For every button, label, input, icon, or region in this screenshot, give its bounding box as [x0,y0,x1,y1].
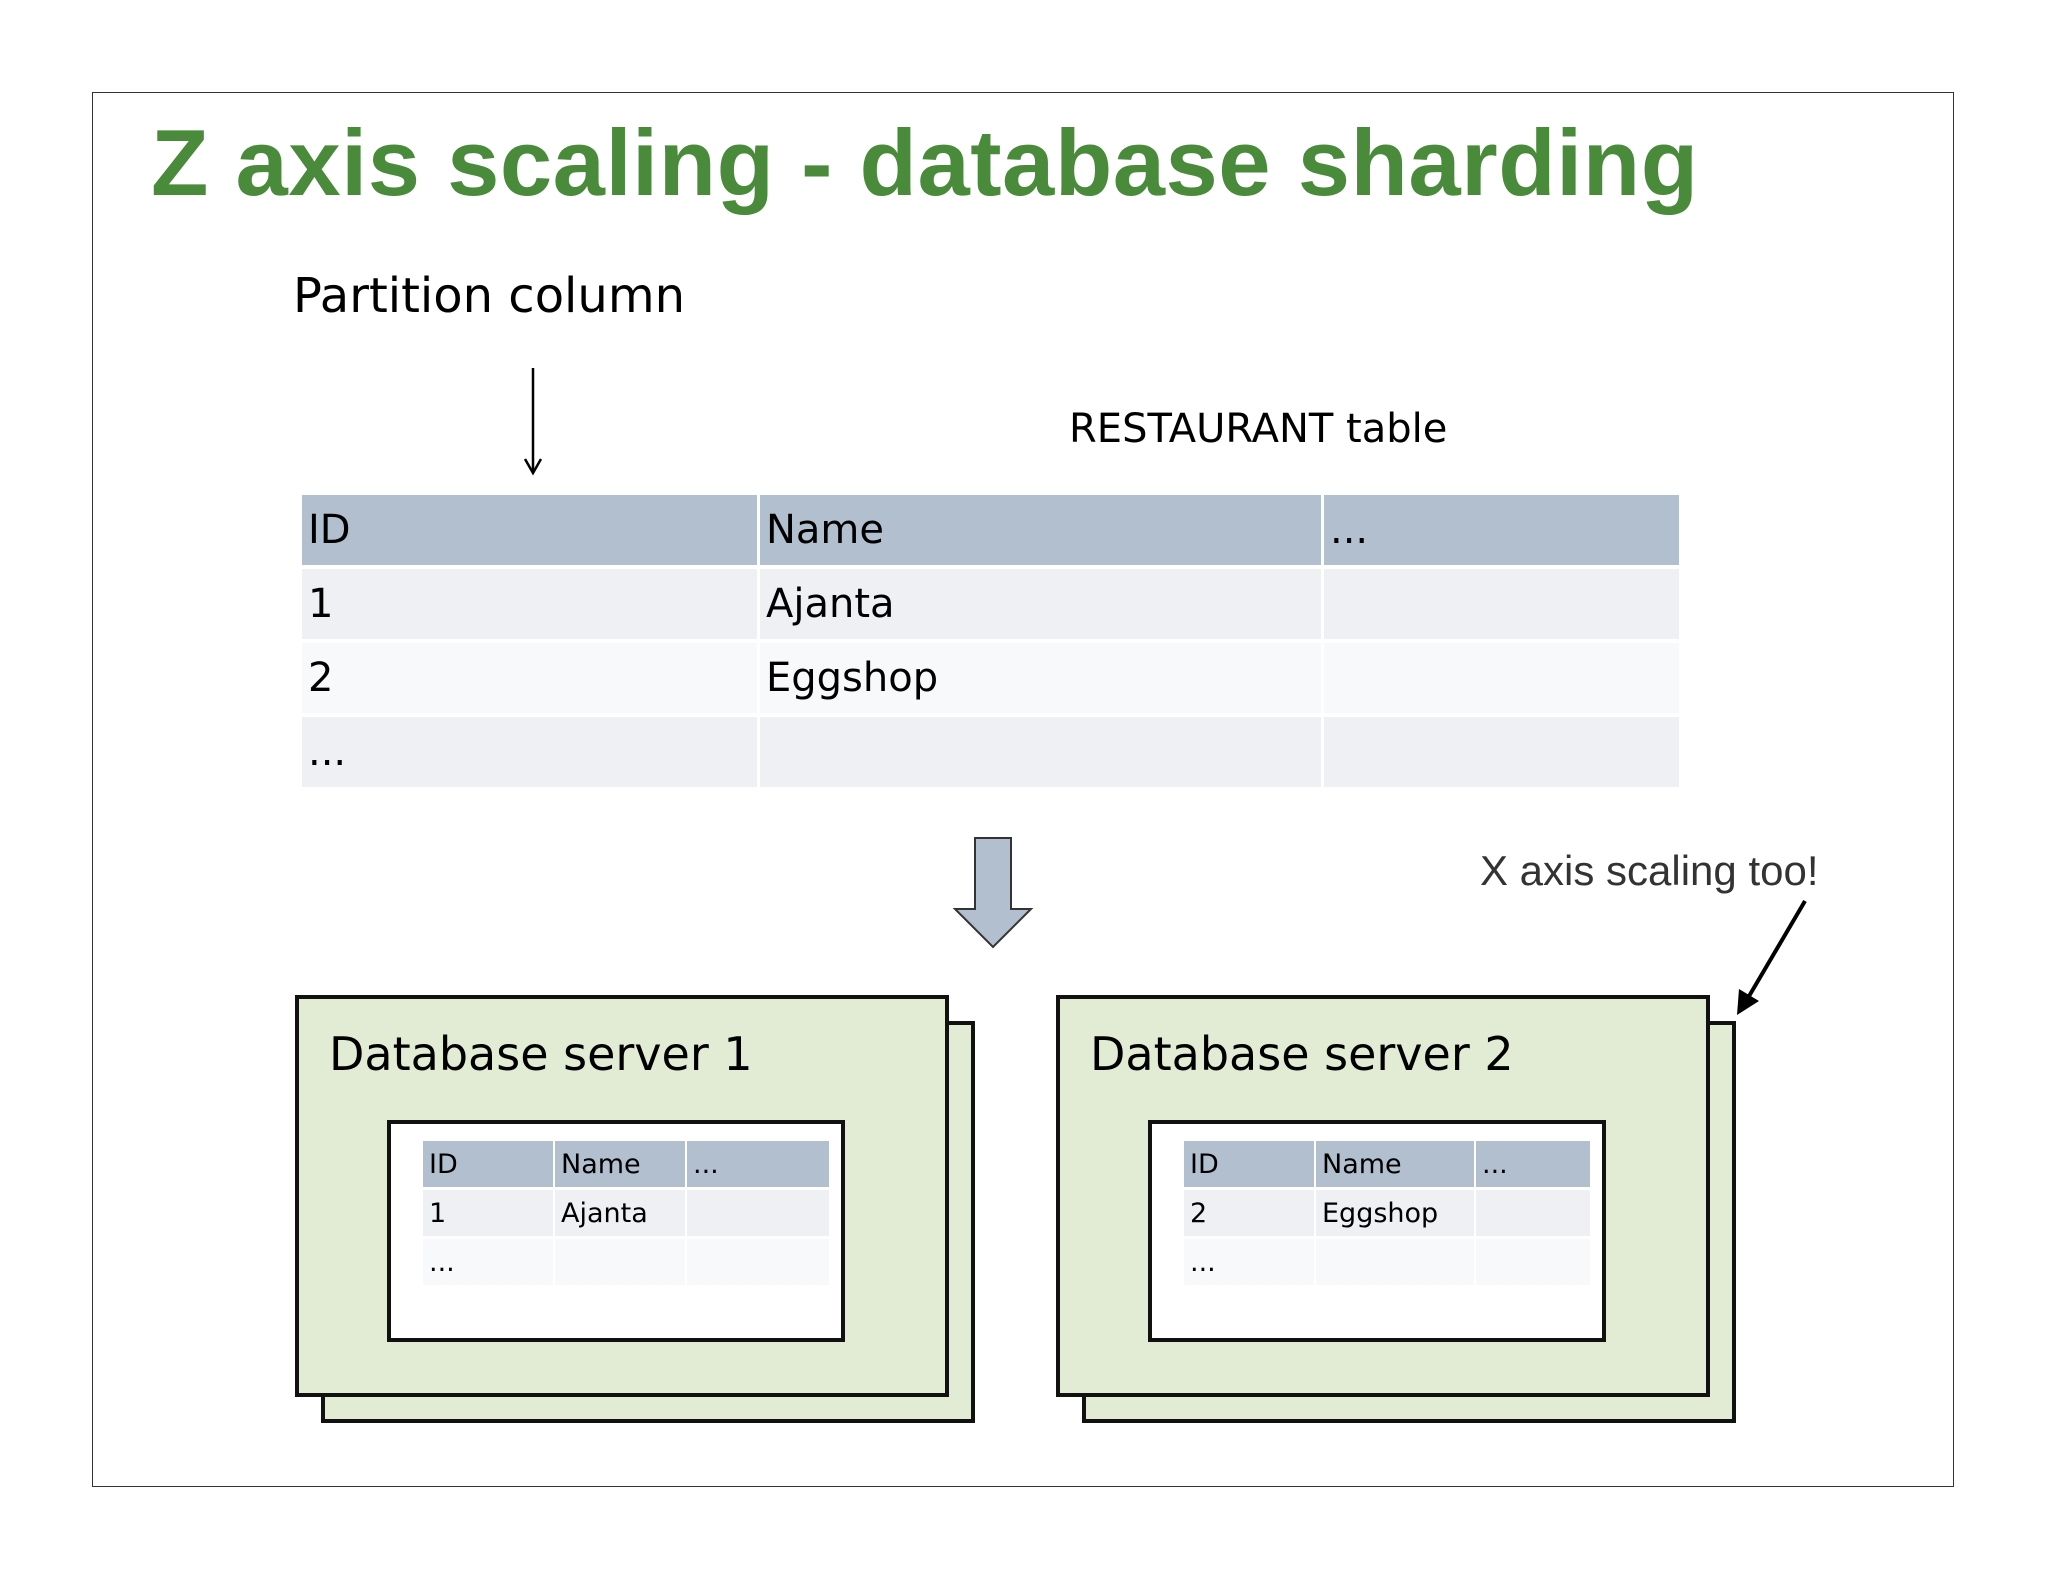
cell-more [1324,717,1679,787]
header-id: ID [302,495,757,565]
server-2-table-frame: ID Name ... 2 Eggshop ... [1148,1120,1606,1342]
cell-name: Ajanta [555,1190,685,1236]
table-row: ... [1184,1239,1590,1285]
x-axis-note: X axis scaling too! [1480,847,1819,894]
cell-name: Eggshop [760,643,1321,713]
cell-name [555,1239,685,1285]
shard-down-arrow [952,837,1034,949]
header-name: Name [760,495,1321,565]
server-1-title: Database server 1 [329,1027,753,1081]
server-2-title: Database server 2 [1090,1027,1514,1081]
table-row: 1 Ajanta [423,1190,829,1236]
partition-column-label: Partition column [293,268,685,324]
database-server-1: Database server 1 ID Name ... 1 [295,995,975,1423]
cell-id: 2 [1184,1190,1314,1236]
cell-id: 1 [302,569,757,639]
server-1-table: ID Name ... 1 Ajanta ... [421,1138,831,1288]
header-name: Name [1316,1141,1474,1187]
cell-more [1324,643,1679,713]
cell-id: 1 [423,1190,553,1236]
cell-more [1476,1239,1590,1285]
cell-id: ... [423,1239,553,1285]
header-more: ... [1476,1141,1590,1187]
restaurant-table: ID Name ... 1 Ajanta 2 Eggshop ... [299,491,1682,791]
table-row: 1 Ajanta [302,569,1679,639]
slide-title: Z axis scaling - database sharding [151,110,1699,215]
cell-name: Ajanta [760,569,1321,639]
restaurant-table-label: RESTAURANT table [1069,406,1448,452]
x-axis-note-arrow-line [1743,899,1807,1005]
slide: Z axis scaling - database sharding Parti… [92,92,1954,1487]
table-row: ... [423,1239,829,1285]
cell-id: ... [302,717,757,787]
diagram-arrows [523,368,1807,1015]
cell-id: 2 [302,643,757,713]
cell-name [1316,1239,1474,1285]
table-row: 2 Eggshop [302,643,1679,713]
header-id: ID [1184,1141,1314,1187]
cell-more [1476,1190,1590,1236]
table-row: 2 Eggshop [1184,1190,1590,1236]
cell-id: ... [1184,1239,1314,1285]
cell-more [687,1239,829,1285]
table-row: ... [302,717,1679,787]
header-more: ... [687,1141,829,1187]
server-1-box: Database server 1 ID Name ... 1 [295,995,949,1397]
server-2-box: Database server 2 ID Name ... 2 [1056,995,1710,1397]
database-server-2: Database server 2 ID Name ... 2 [1056,995,1736,1423]
header-more: ... [1324,495,1679,565]
server-1-table-frame: ID Name ... 1 Ajanta ... [387,1120,845,1342]
cell-name [760,717,1321,787]
server-2-table: ID Name ... 2 Eggshop ... [1182,1138,1592,1288]
cell-more [687,1190,829,1236]
header-name: Name [555,1141,685,1187]
cell-more [1324,569,1679,639]
header-id: ID [423,1141,553,1187]
x-axis-note-arrow-head [1737,989,1759,1015]
partition-arrow-head [523,458,543,476]
cell-name: Eggshop [1316,1190,1474,1236]
